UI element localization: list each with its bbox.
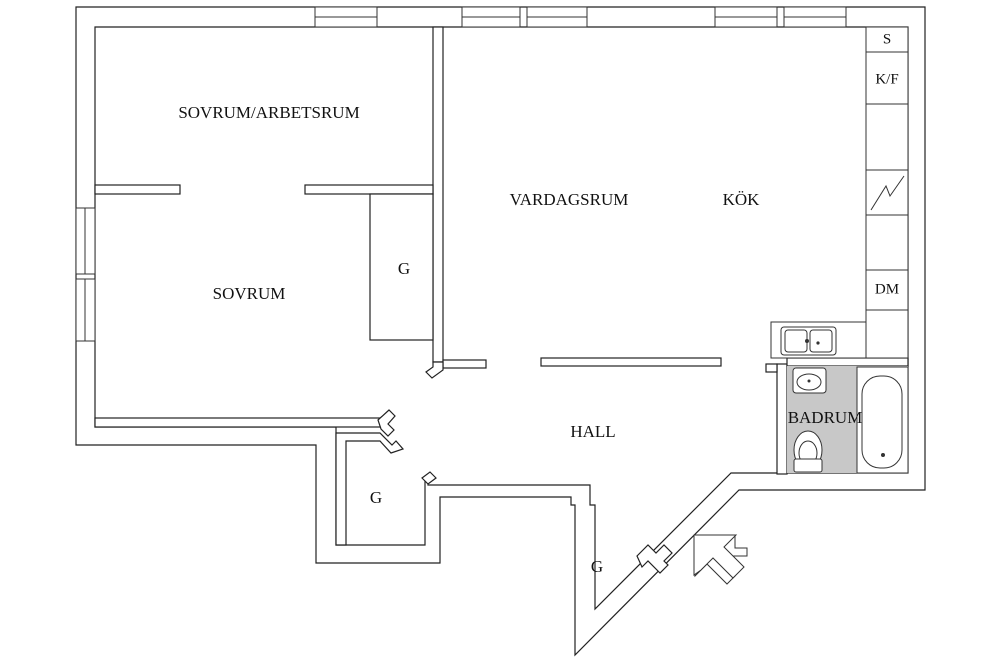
windows-left — [75, 207, 96, 342]
room-label-closet-hall: G — [370, 488, 382, 507]
wall-living-bottom-mid — [540, 357, 722, 367]
toilet-icon — [793, 430, 823, 473]
room-label-sovrum: SOVRUM — [213, 284, 286, 303]
door-stub — [377, 409, 396, 437]
hall-closet-wall — [335, 432, 405, 546]
bathroom — [787, 366, 909, 474]
bottom-closet-jamb — [636, 544, 673, 574]
wall-bedrooms-left — [94, 184, 181, 195]
windows-top — [314, 6, 847, 28]
wall-living-bottom-left — [442, 359, 487, 369]
room-label-badrum: BADRUM — [788, 408, 863, 427]
wall-bedroom-bottom — [94, 417, 386, 428]
room-label-kok: KÖK — [723, 190, 761, 209]
entrance-arrow-icon — [693, 534, 748, 585]
bathtub-inner — [861, 375, 903, 469]
electric-panel-icon — [865, 169, 909, 216]
door-jamb — [425, 361, 444, 379]
double-sink-icon — [780, 326, 837, 356]
room-label-vardagsrum: VARDAGSRUM — [510, 190, 629, 209]
wall-stub — [765, 363, 778, 373]
door-stub — [421, 471, 437, 485]
washbasin-icon — [792, 367, 827, 394]
appliance-label-dishwasher: DM — [875, 281, 899, 297]
room-label-closet: G — [398, 259, 410, 278]
room-label-hall: HALL — [570, 422, 615, 441]
room-label-closet-bottom: G — [591, 557, 603, 576]
appliance-label-fridge: K/F — [875, 71, 898, 87]
wall-bedrooms-right — [304, 184, 434, 195]
room-label-sovrum-arbetsrum: SOVRUM/ARBETSRUM — [178, 103, 359, 122]
bathroom-wall-top — [786, 357, 909, 367]
wall-bedrooms-living — [432, 26, 444, 363]
appliance-label-stove: S — [883, 31, 891, 47]
interior-walls — [94, 26, 909, 574]
bathroom-wall-left — [776, 363, 788, 475]
bedroom-closet — [369, 193, 434, 341]
